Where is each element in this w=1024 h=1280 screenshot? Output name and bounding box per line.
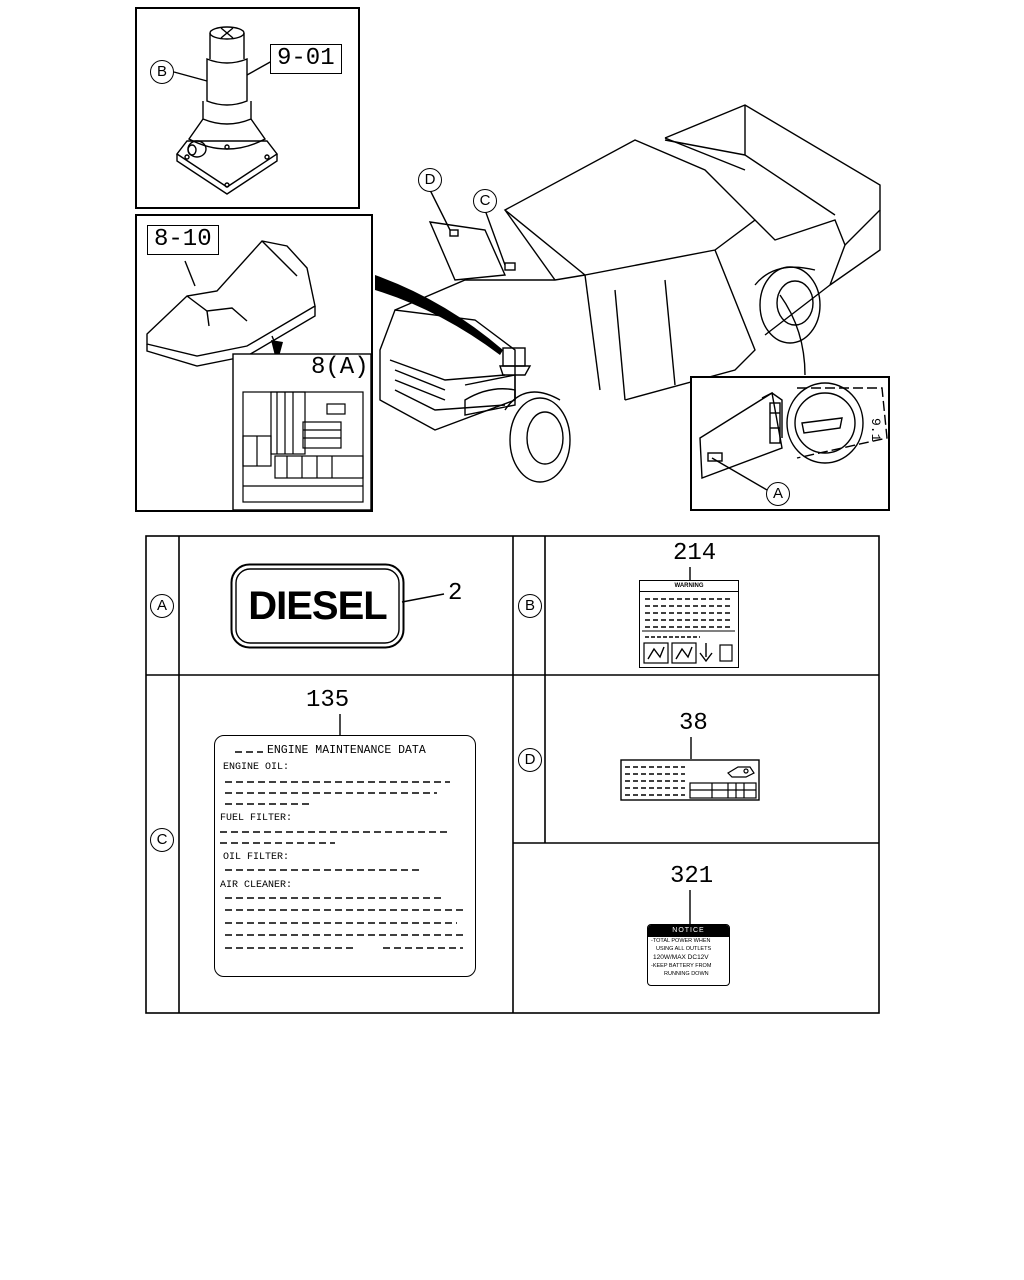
callout-a-fuel-lid: A (766, 482, 790, 506)
row-letter-c: C (150, 828, 174, 852)
truck-drawing (375, 104, 881, 483)
part-number-38: 38 (679, 710, 708, 737)
fuel-lid-drawing: 9.1 (699, 382, 888, 491)
row-letter-a: A (150, 594, 174, 618)
diesel-label-frame (230, 563, 405, 649)
warning-label: WARNING (639, 580, 739, 668)
part-number-321: 321 (670, 863, 714, 890)
row-letter-d: D (518, 748, 542, 772)
notice-line-5: RUNNING DOWN (664, 971, 709, 977)
notice-line-1: -TOTAL POWER WHEN (651, 938, 711, 944)
ref-number-8-10: 8-10 (147, 225, 219, 255)
engine-maintenance-dashes (220, 751, 463, 949)
notice-label-header: NOTICE (648, 925, 729, 937)
sub-ref-8a: 8(A) (311, 354, 369, 381)
leader-line-2 (401, 593, 445, 603)
callout-b-jack: B (150, 60, 174, 84)
field-engine-oil: ENGINE OIL: (223, 762, 290, 773)
label-38 (620, 759, 760, 801)
callout-d-truck: D (418, 168, 442, 192)
callout-c-truck: C (473, 189, 497, 213)
warning-label-body (642, 598, 735, 664)
leader-line-38 (690, 737, 692, 759)
row-letter-b: B (518, 594, 542, 618)
part-number-2: 2 (448, 580, 463, 607)
jack-drawing (173, 26, 279, 195)
fusebox-drawing (146, 240, 372, 511)
leader-line-214 (689, 567, 691, 581)
engine-maintenance-title: ENGINE MAINTENANCE DATA (267, 744, 426, 757)
svg-text:9.1: 9.1 (868, 418, 883, 442)
leader-line-135 (339, 714, 341, 736)
label-table-grid (145, 535, 880, 1014)
engine-maintenance-label: ENGINE MAINTENANCE DATA ENGINE OIL: FUEL… (214, 735, 476, 977)
notice-line-2: USING ALL OUTLETS (656, 946, 712, 952)
warning-label-header: WARNING (640, 581, 738, 592)
part-number-135: 135 (306, 687, 350, 714)
notice-line-3: 120W/MAX DC12V (653, 954, 709, 961)
field-fuel-filter: FUEL FILTER: (220, 813, 293, 824)
leader-line-321 (689, 890, 691, 924)
fuel-lid-panel: 9.1 A (690, 376, 890, 511)
fusebox-panel: 8-10 8(A) (135, 214, 373, 512)
notice-label: NOTICE -TOTAL POWER WHEN USING ALL OUTLE… (647, 924, 730, 986)
diesel-label-text: DIESEL (248, 584, 387, 628)
ref-number-9-01: 9-01 (270, 44, 342, 74)
part-number-214: 214 (673, 540, 717, 567)
field-air-cleaner: AIR CLEANER: (220, 880, 293, 891)
field-oil-filter: OIL FILTER: (223, 852, 290, 863)
jack-panel: B 9-01 (135, 7, 360, 209)
notice-line-4: -KEEP BATTERY FROM (651, 963, 712, 969)
